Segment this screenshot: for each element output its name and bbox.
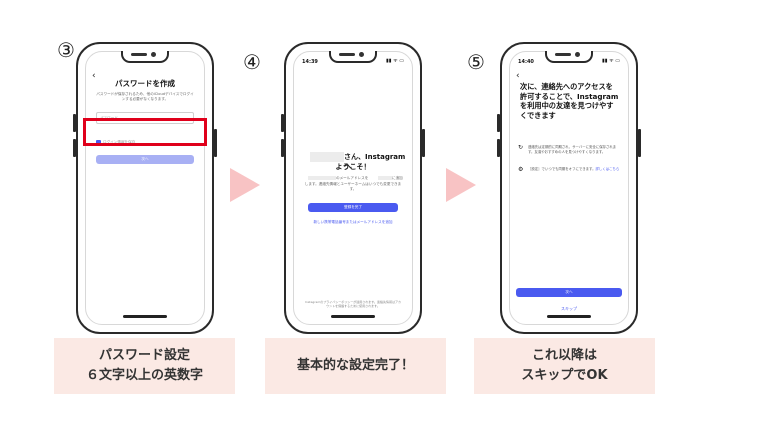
home-indicator — [123, 315, 167, 318]
caption-step-5: これ以降は スキップでOK — [474, 338, 655, 394]
phone-step-5: 14:40 ▮▮ ᯤ ▭ ‹ 次に、連絡先へのアクセスを許可することで、Inst… — [497, 42, 641, 334]
status-time: 14:40 — [518, 59, 534, 65]
phone-notch — [121, 51, 169, 63]
sync-info-text: 連絡先は定期的に同期され、サーバーに安全に保存されます。友達やおすすめの人を見つ… — [528, 145, 617, 154]
settings-info-text: ［設定］でいつでも同期をオフにできます。 — [528, 167, 596, 171]
phone-side-button — [281, 139, 284, 157]
privacy-footer: Instagramのプライバシーポリシーが適用されます。連絡先情報はアカウントを… — [305, 299, 401, 308]
welcome-title-line1: さん、Instagramへ — [344, 153, 406, 171]
redacted-username — [310, 152, 344, 162]
complete-registration-button[interactable]: 登録を完了 — [308, 203, 398, 212]
phone-side-button — [497, 139, 500, 157]
caption-line: これ以降は — [531, 347, 597, 363]
password-input-highlight — [83, 118, 207, 146]
phone-side-button — [73, 139, 76, 157]
arrow-right-icon — [446, 168, 476, 202]
sync-info-row: ↻ 連絡先は定期的に同期され、サーバーに安全に保存されます。友達やおすすめの人を… — [518, 145, 620, 163]
description-line2: に追加 — [392, 176, 403, 180]
status-icons: ▮▮ ᯤ ▭ — [602, 58, 620, 64]
step-number-3: ③ — [57, 38, 75, 62]
phone-step-4: 14:39 ▮▮ ᯤ ▭ さん、Instagramへ ようこそ！ のメールアドレ… — [281, 42, 425, 334]
arrow-right-icon — [230, 168, 260, 202]
caption-line: ６文字以上の英数字 — [85, 368, 203, 383]
gear-icon: ⚙ — [518, 166, 524, 173]
status-icons: ▮▮ ᯤ ▭ — [386, 58, 404, 64]
phone-step-3: ‹ パスワードを作成 パスワードが保存されるため、他のiCloudデバイスでログ… — [73, 42, 217, 334]
phone-screen: 14:39 ▮▮ ᯤ ▭ さん、Instagramへ ようこそ！ のメールアドレ… — [293, 51, 413, 325]
phone-screen: ‹ パスワードを作成 パスワードが保存されるため、他のiCloudデバイスでログ… — [85, 51, 205, 325]
settings-info-row: ⚙ ［設定］でいつでも同期をオフにできます。詳しくはこちら — [518, 167, 620, 181]
caption-line: 基本的な設定完了！ — [296, 357, 414, 373]
sync-icon: ↻ — [518, 144, 524, 151]
caption-line: スキップでOK — [521, 368, 608, 383]
step-number-4: ④ — [243, 50, 261, 74]
phone-side-button — [73, 114, 76, 132]
welcome-title-line2: ようこそ！ — [335, 163, 371, 171]
phone-side-button — [214, 129, 217, 157]
back-arrow-icon[interactable]: ‹ — [92, 71, 96, 81]
caption-step-3: パスワード設定 ６文字以上の英数字 — [54, 338, 235, 394]
phone-screen: 14:40 ▮▮ ᯤ ▭ ‹ 次に、連絡先へのアクセスを許可することで、Inst… — [509, 51, 629, 325]
skip-link[interactable]: スキップ — [561, 306, 577, 311]
next-button[interactable]: 次へ — [516, 288, 622, 297]
redacted-account — [378, 176, 392, 180]
home-indicator — [547, 315, 591, 318]
phone-side-button — [281, 114, 284, 132]
phone-side-button — [422, 129, 425, 157]
description: パスワードが保存されるため、他のiCloudデバイスでログインする必要がなくなり… — [96, 92, 194, 102]
caption-step-4: 基本的な設定完了！ — [265, 338, 446, 394]
learn-more-link[interactable]: 詳しくはこちら — [595, 167, 620, 171]
description-line1: のメールアドレスを — [336, 176, 369, 180]
contacts-title: 次に、連絡先へのアクセスを許可することで、Instagramを利用中の友達を見つ… — [520, 82, 619, 120]
save-login-label: ログイン情報を保存 — [103, 140, 136, 144]
status-time: 14:39 — [302, 59, 318, 65]
save-login-checkbox[interactable] — [96, 140, 101, 145]
phone-notch — [545, 51, 593, 63]
caption-line: パスワード設定 — [98, 347, 190, 363]
next-button[interactable]: 次へ — [96, 155, 194, 164]
description-line3: します。連絡先情報とユーザーネームはいつでも変更できます。 — [304, 182, 402, 192]
page-title: パスワードを作成 — [115, 79, 175, 88]
phone-side-button — [497, 114, 500, 132]
add-contact-link[interactable]: 新しい携帯電話番号またはメールアドレスを追加 — [313, 220, 393, 224]
back-arrow-icon[interactable]: ‹ — [516, 71, 520, 81]
redacted-email — [308, 176, 336, 180]
phone-side-button — [638, 129, 641, 157]
step-number-5: ⑤ — [467, 50, 485, 74]
home-indicator — [331, 315, 375, 318]
phone-notch — [329, 51, 377, 63]
